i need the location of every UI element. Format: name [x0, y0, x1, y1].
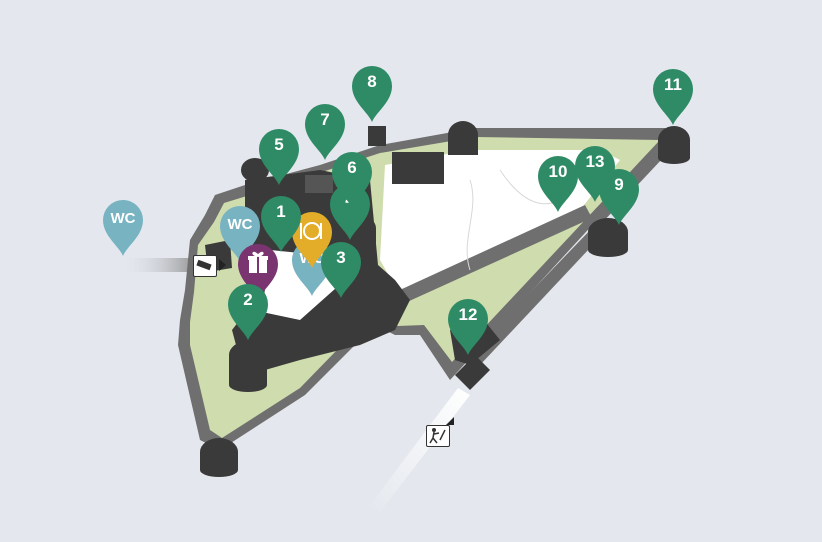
- poi-pin-2[interactable]: 2: [226, 282, 270, 342]
- restaurant-pin[interactable]: [290, 210, 334, 270]
- cable-car-path: [120, 258, 200, 272]
- poi-pin-label: 9: [614, 175, 624, 194]
- poi-pin-10[interactable]: 10: [536, 154, 580, 214]
- gatehouse: [455, 355, 490, 390]
- poi-pin-label: 10: [548, 162, 568, 181]
- poi-pin-9[interactable]: 9: [597, 167, 641, 227]
- building-small: [368, 126, 386, 146]
- poi-pin-8[interactable]: 8: [350, 64, 394, 124]
- poi-pin-label: 13: [585, 152, 605, 171]
- poi-pin-label: 2: [243, 290, 253, 309]
- poi-pin-label: 3: [336, 248, 346, 267]
- poi-pin-label: 6: [347, 158, 357, 177]
- cable-car-arrow-icon: [219, 259, 226, 271]
- poi-pin-11[interactable]: 11: [651, 67, 695, 127]
- building-north: [392, 152, 444, 184]
- gift-shop-icon: [236, 242, 280, 286]
- poi-pin-3[interactable]: 3: [319, 240, 363, 300]
- wc-pin[interactable]: WC: [101, 198, 145, 258]
- wc-pin-label: WC: [227, 216, 253, 233]
- inner-wall-a: [378, 205, 592, 312]
- poi-pin-5[interactable]: 5: [257, 127, 301, 187]
- poi-pin-label: 5: [274, 135, 284, 154]
- wc-pin-label: WC: [110, 210, 136, 227]
- hiking-path: [370, 388, 470, 512]
- hiking-arrow-icon: [446, 417, 454, 425]
- round-towers: [200, 121, 690, 477]
- cable-car-icon[interactable]: [193, 255, 222, 277]
- poi-pin-13[interactable]: 13: [573, 144, 617, 204]
- restaurant-icon: [290, 210, 334, 254]
- building-mid: [305, 175, 333, 193]
- poi-pin-12[interactable]: 12: [446, 297, 490, 357]
- poi-pin-label: 11: [664, 75, 682, 94]
- poi-pin-6[interactable]: 6: [330, 150, 374, 210]
- inner-wall-b: [470, 225, 605, 365]
- poi-pin-1[interactable]: 1: [259, 194, 303, 254]
- hiking-path-icon[interactable]: [426, 425, 450, 447]
- poi-pin-label: 8: [367, 72, 377, 91]
- poi-pin-7[interactable]: 7: [303, 102, 347, 162]
- poi-pin-label: 12: [458, 305, 478, 324]
- poi-pin-label: 7: [320, 110, 330, 129]
- poi-pin-label: 1: [276, 202, 286, 221]
- gift-shop-pin[interactable]: [236, 242, 280, 302]
